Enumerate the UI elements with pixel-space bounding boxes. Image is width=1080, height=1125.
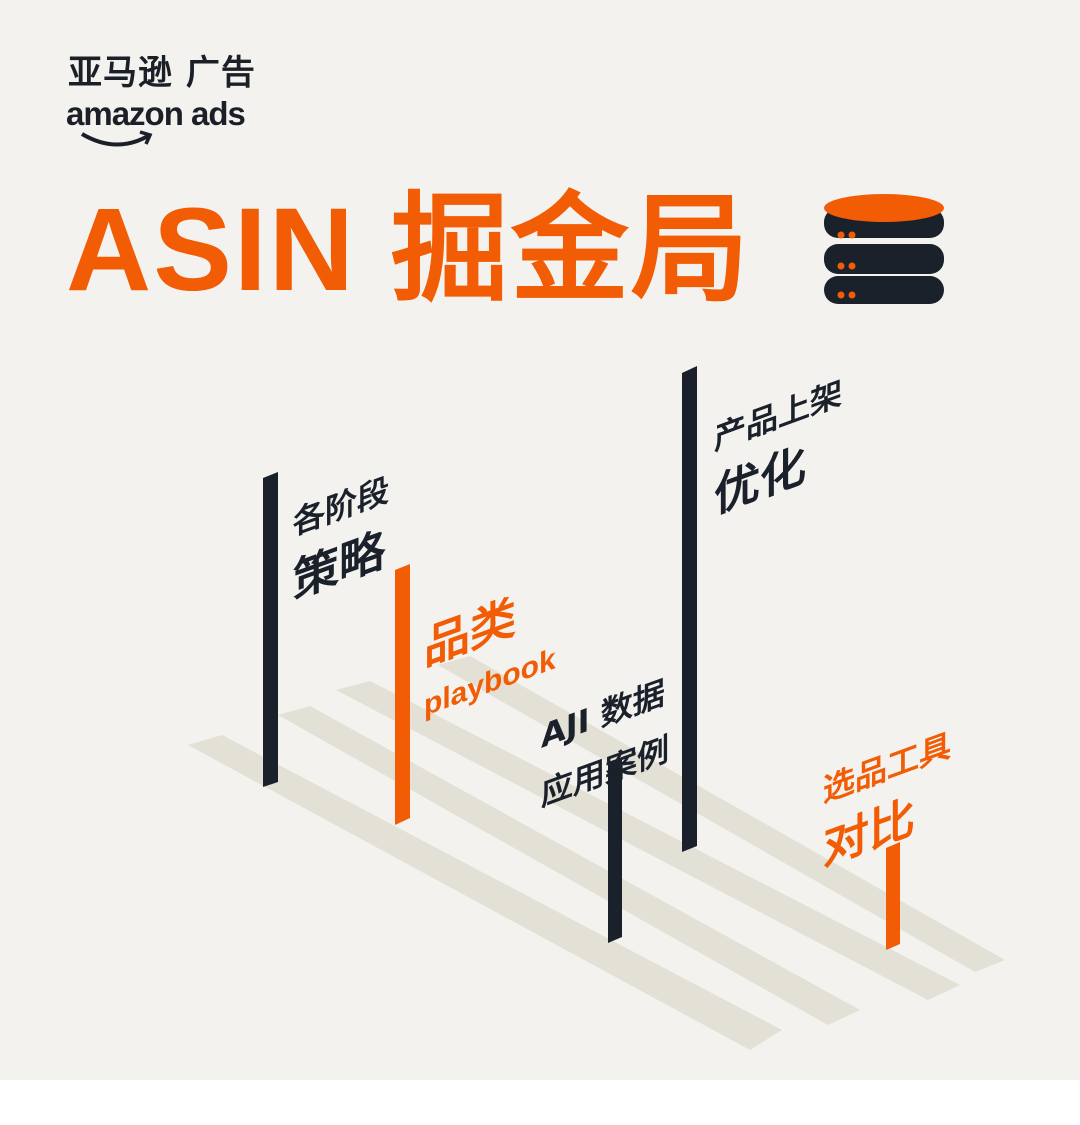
pole-dark [263, 472, 278, 787]
pole-orange [395, 564, 410, 825]
isometric-floor [188, 366, 1005, 1050]
amazon-smile-icon [80, 130, 153, 147]
floor-stripe [188, 735, 782, 1050]
floor-stripe [278, 706, 860, 1025]
brand-cn: 亚马逊 广告 [68, 53, 256, 93]
brand-en: amazon ads [66, 95, 246, 132]
pole-dark [682, 366, 697, 852]
pole-orange [886, 842, 900, 950]
poster: 亚马逊 广告 amazon ads ASIN 掘金局 各阶段 策略 [0, 0, 1080, 1080]
database-icon [824, 194, 944, 304]
floor-stripe [336, 681, 960, 1000]
floor-stripe [438, 656, 1005, 972]
pole-dark [608, 759, 622, 943]
page-title: ASIN 掘金局 [66, 184, 751, 316]
